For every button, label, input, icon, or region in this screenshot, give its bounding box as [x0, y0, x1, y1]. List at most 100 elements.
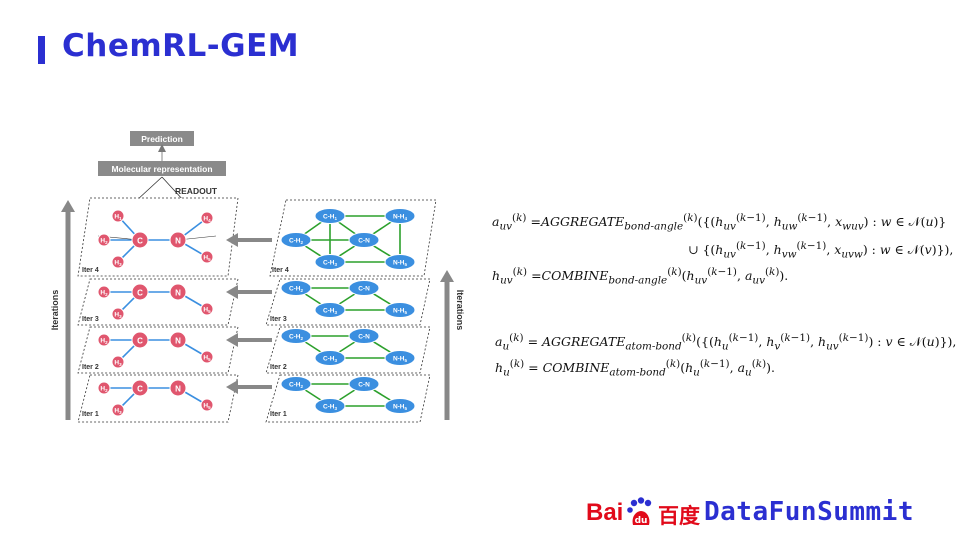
- bond-node-nh4: [384, 208, 416, 224]
- atom-label-n: N: [175, 337, 181, 346]
- atom-label-c: C: [137, 289, 143, 298]
- atom-node-c: [131, 283, 149, 301]
- bond-node-ch3: [314, 254, 346, 270]
- baidu-chinese-text: 百度: [658, 504, 700, 528]
- atom-label-h5: H5: [203, 403, 211, 411]
- atom-iter4-label: Iter 4: [82, 267, 99, 274]
- equation-atom-bond-combine: hu(k) = COMBINEatom-bond(k)(hu(k−1), au(…: [495, 358, 776, 379]
- atom-label-h3: H3: [114, 260, 122, 268]
- atom-node-h5: [200, 302, 214, 316]
- slide-title: ChemRL-GEM: [62, 28, 300, 64]
- bond-node-cn: [348, 376, 380, 392]
- bond-label-cn: C-N: [358, 238, 370, 245]
- atom-label-c: C: [137, 337, 143, 346]
- arrow-iter4: [226, 233, 272, 247]
- atom-label-n: N: [175, 237, 181, 246]
- bond-node-ch2: [280, 280, 312, 296]
- baidu-paw-icon: du: [627, 497, 652, 526]
- datafun-summit-logo: Bai du 百度 DataFunSummit: [586, 497, 946, 531]
- bond-node-cn: [348, 232, 380, 248]
- left-iterations-label: Iterations: [50, 290, 60, 331]
- atom-label-h2: H2: [100, 386, 108, 394]
- bond-node-ch1: [314, 208, 346, 224]
- bond-label-ch2: C-H2: [289, 238, 304, 246]
- bond-node-ch3: [314, 398, 346, 414]
- atom-label-c: C: [137, 237, 143, 246]
- title-accent-bar: [38, 36, 45, 64]
- prediction-box: Prediction: [130, 131, 194, 146]
- bond-label-nh5: N-H5: [393, 356, 408, 364]
- prediction-label: Prediction: [141, 134, 183, 144]
- equation-bond-angle-combine: huv(k) =COMBINEbond-angle(k)(huv(k−1), a…: [492, 266, 789, 287]
- bond-node-ch2: [280, 328, 312, 344]
- brand-text: DataFunSummit: [704, 497, 914, 527]
- bond-node-nh5: [384, 254, 416, 270]
- atom-node-h2: [97, 381, 111, 395]
- atom-node-n: [169, 231, 187, 249]
- bond-iter1-label: Iter 1: [270, 411, 287, 418]
- bond-label-ch2: C-H2: [289, 334, 304, 342]
- bond-node-cn: [348, 280, 380, 296]
- baidu-logo-text: Bai: [586, 499, 624, 526]
- bond-iter2-label: Iter 2: [270, 364, 287, 371]
- bond-label-ch3: C-H3: [323, 260, 338, 268]
- atom-node-n: [169, 379, 187, 397]
- right-iterations-axis: Iterations: [440, 270, 465, 420]
- equation-bond-angle-aggregate: auv(k) =AGGREGATEbond-angle(k)({(huv(k−1…: [492, 212, 947, 233]
- atom-label-h5: H5: [203, 355, 211, 363]
- svg-text:du: du: [635, 516, 648, 526]
- atom-node-c: [131, 379, 149, 397]
- bond-label-ch3: C-H3: [323, 356, 338, 364]
- equation-atom-bond-aggregate: au(k) = AGGREGATEatom-bond(k)({(hu(k−1),…: [495, 332, 957, 353]
- bond-label-nh5: N-H5: [393, 308, 408, 316]
- bond-label-cn: C-N: [358, 286, 370, 293]
- molecular-representation-box: Molecular representation: [98, 161, 226, 176]
- atom-node-h3: [111, 307, 125, 321]
- atom-node-h1: [111, 209, 125, 223]
- bond-to-atom-arrows: [226, 233, 272, 394]
- bond-node-ch3: [314, 302, 346, 318]
- atom-node-c: [131, 331, 149, 349]
- atom-node-c: [131, 231, 149, 249]
- bond-label-nh5: N-H5: [393, 260, 408, 268]
- atom-label-h3: H3: [114, 408, 122, 416]
- atom-label-h5: H5: [203, 255, 211, 263]
- atom-label-h3: H3: [114, 312, 122, 320]
- atom-label-n: N: [175, 385, 181, 394]
- arrow-iter3: [226, 285, 272, 299]
- atom-label-h1: H1: [114, 214, 122, 222]
- atom-node-h5: [200, 398, 214, 412]
- atom-node-h3: [111, 403, 125, 417]
- atom-node-h2: [97, 233, 111, 247]
- atom-node-h3: [111, 355, 125, 369]
- atom-node-n: [169, 331, 187, 349]
- atom-label-h2: H2: [100, 238, 108, 246]
- arrow-iter1: [226, 380, 272, 394]
- readout-label: READOUT: [175, 186, 218, 196]
- bond-label-ch2: C-H2: [289, 382, 304, 390]
- atom-label-h3: H3: [114, 360, 122, 368]
- bond-iter3-label: Iter 3: [270, 316, 287, 323]
- left-iterations-axis: Iterations: [50, 200, 75, 420]
- atom-node-h2: [97, 333, 111, 347]
- atom-iter1-label: Iter 1: [82, 411, 99, 418]
- bond-label-ch3: C-H3: [323, 308, 338, 316]
- atom-iter2-label: Iter 2: [82, 364, 99, 371]
- bond-node-ch2: [280, 232, 312, 248]
- atom-iter3-label: Iter 3: [82, 316, 99, 323]
- equation-bond-angle-aggregate-cont: ∪ {(huv(k−1), hvw(k−1), xuvw) : w ∈ 𝒩(v)…: [688, 240, 954, 261]
- atom-label-h5: H5: [203, 307, 211, 315]
- atom-label-n: N: [175, 289, 181, 298]
- bond-label-ch3: C-H3: [323, 404, 338, 412]
- atom-label-c: C: [137, 385, 143, 394]
- bond-iter4-label: Iter 4: [272, 267, 289, 274]
